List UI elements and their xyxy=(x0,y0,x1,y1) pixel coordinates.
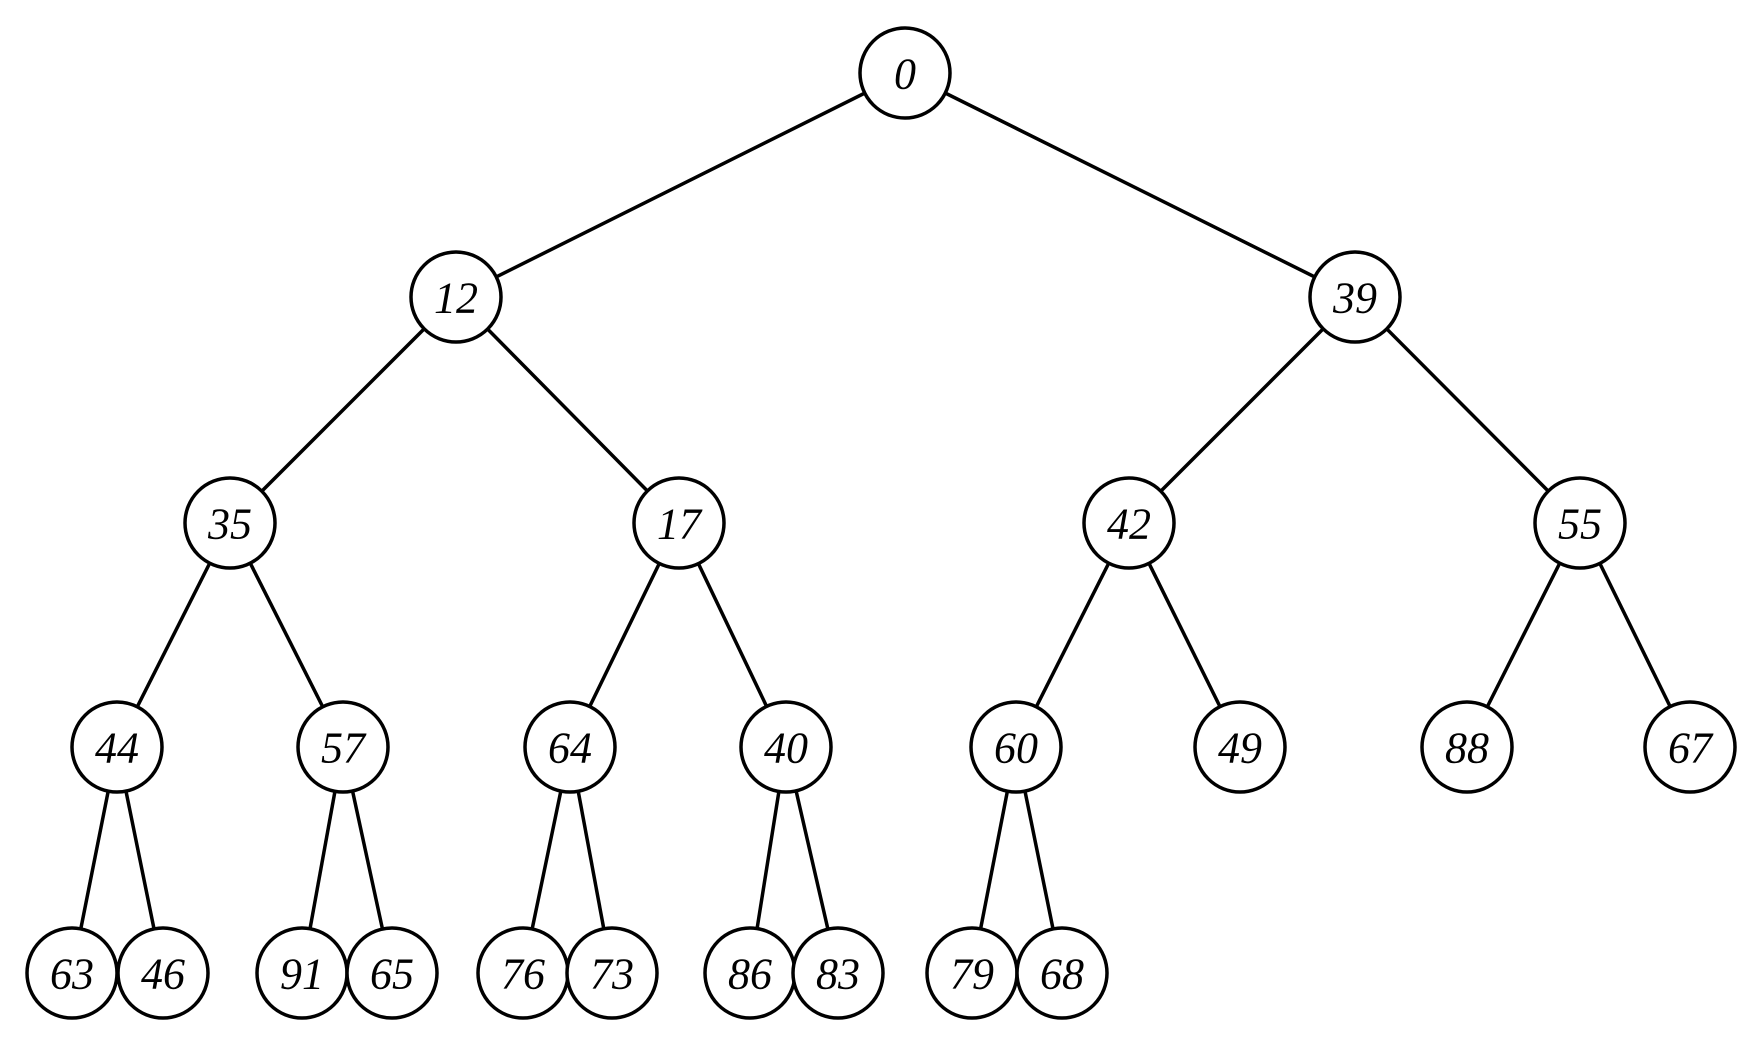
tree-node-circle-46 xyxy=(116,926,210,1020)
tree-node-67: 67 xyxy=(1643,700,1737,794)
tree-node-circle-65 xyxy=(345,926,439,1020)
tree-node-label-35: 35 xyxy=(207,499,252,548)
tree-node-label-88: 88 xyxy=(1445,723,1489,772)
tree-node-46: 46 xyxy=(116,926,210,1020)
tree-node-57: 57 xyxy=(296,700,390,794)
tree-node-circle-44 xyxy=(70,700,164,794)
tree-node-circle-12 xyxy=(409,250,503,344)
tree-node-circle-42 xyxy=(1082,476,1176,570)
tree-edge-0-39 xyxy=(904,71,1356,299)
tree-node-circle-73 xyxy=(565,926,659,1020)
tree-node-label-60: 60 xyxy=(994,723,1038,772)
tree-node-circle-35 xyxy=(183,476,277,570)
tree-node-circle-68 xyxy=(1015,926,1109,1020)
tree-node-68: 68 xyxy=(1015,926,1109,1020)
tree-node-label-64: 64 xyxy=(548,723,592,772)
tree-node-12: 12 xyxy=(409,250,503,344)
tree-node-63: 63 xyxy=(25,926,119,1020)
tree-edges xyxy=(70,71,1692,974)
tree-node-circle-0 xyxy=(858,26,952,120)
tree-node-circle-40 xyxy=(739,700,833,794)
tree-edge-12-17 xyxy=(454,295,681,525)
tree-node-64: 64 xyxy=(523,700,617,794)
tree-node-label-57: 57 xyxy=(321,723,367,772)
tree-node-label-49: 49 xyxy=(1218,723,1262,772)
tree-node-circle-67 xyxy=(1643,700,1737,794)
tree-node-55: 55 xyxy=(1533,476,1627,570)
tree-node-39: 39 xyxy=(1308,250,1402,344)
tree-node-label-17: 17 xyxy=(657,499,703,548)
tree-node-73: 73 xyxy=(565,926,659,1020)
tree-node-86: 86 xyxy=(703,926,797,1020)
tree-node-label-67: 67 xyxy=(1668,723,1714,772)
tree-node-0: 0 xyxy=(858,26,952,120)
tree-node-65: 65 xyxy=(345,926,439,1020)
tree-node-label-83: 83 xyxy=(816,949,860,998)
tree-edge-12-35 xyxy=(228,295,458,525)
tree-node-label-0: 0 xyxy=(894,49,916,98)
tree-node-40: 40 xyxy=(739,700,833,794)
tree-node-circle-49 xyxy=(1193,700,1287,794)
tree-node-label-63: 63 xyxy=(50,949,94,998)
tree-edge-39-55 xyxy=(1353,295,1582,525)
tree-edge-0-12 xyxy=(455,71,906,299)
tree-node-label-73: 73 xyxy=(590,949,634,998)
tree-node-label-91: 91 xyxy=(280,949,324,998)
tree-node-60: 60 xyxy=(969,700,1063,794)
tree-node-circle-17 xyxy=(632,476,726,570)
tree-node-label-79: 79 xyxy=(950,949,994,998)
tree-node-circle-83 xyxy=(791,926,885,1020)
tree-node-circle-39 xyxy=(1308,250,1402,344)
tree-node-label-86: 86 xyxy=(728,949,772,998)
tree-node-circle-55 xyxy=(1533,476,1627,570)
tree-node-42: 42 xyxy=(1082,476,1176,570)
tree-node-label-68: 68 xyxy=(1040,949,1084,998)
tree-node-35: 35 xyxy=(183,476,277,570)
tree-node-circle-64 xyxy=(523,700,617,794)
tree-node-83: 83 xyxy=(791,926,885,1020)
tree-node-44: 44 xyxy=(70,700,164,794)
tree-node-79: 79 xyxy=(925,926,1019,1020)
tree-node-label-40: 40 xyxy=(764,723,808,772)
tree-node-17: 17 xyxy=(632,476,726,570)
tree-node-label-65: 65 xyxy=(370,949,414,998)
tree-node-88: 88 xyxy=(1420,700,1514,794)
tree-node-circle-60 xyxy=(969,700,1063,794)
tree-node-label-44: 44 xyxy=(95,723,139,772)
tree-node-circle-57 xyxy=(296,700,390,794)
tree-node-label-55: 55 xyxy=(1558,499,1602,548)
tree-node-91: 91 xyxy=(255,926,349,1020)
tree-node-label-76: 76 xyxy=(501,949,545,998)
tree-edge-39-42 xyxy=(1127,295,1357,525)
tree-node-label-46: 46 xyxy=(141,949,185,998)
tree-node-49: 49 xyxy=(1193,700,1287,794)
tree-node-label-42: 42 xyxy=(1107,499,1151,548)
tree-node-76: 76 xyxy=(476,926,570,1020)
tree-node-circle-88 xyxy=(1420,700,1514,794)
tree-node-label-12: 12 xyxy=(434,273,478,322)
tree-nodes: 0 12 39 35 17 42 55 44 57 64 40 60 49 88 67 63 46 91 65 76 7… xyxy=(25,26,1737,1020)
tree-node-label-39: 39 xyxy=(1332,273,1377,322)
